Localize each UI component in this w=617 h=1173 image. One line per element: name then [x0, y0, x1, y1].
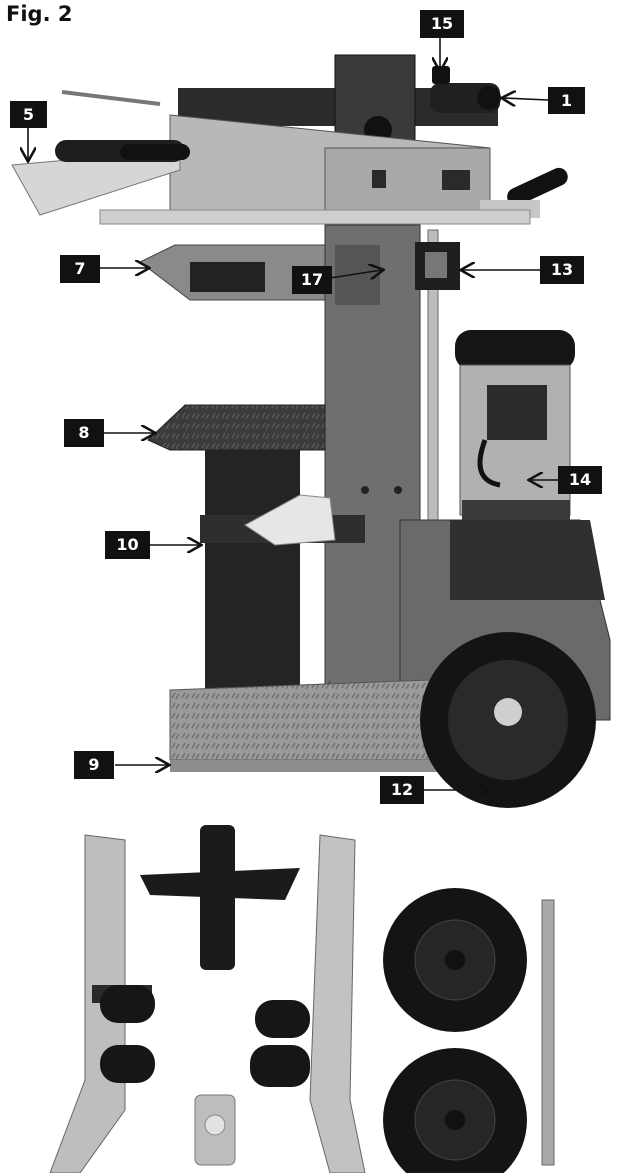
- machine-body: [139, 224, 611, 808]
- callout-12: 12: [380, 776, 424, 804]
- callout-8: 8: [64, 419, 104, 447]
- figure-title: Fig. 2: [6, 2, 73, 26]
- callout-arrows: [28, 38, 558, 790]
- upper-assembly: [11, 54, 568, 225]
- callout-10: 10: [105, 531, 150, 559]
- callout-1: 1: [548, 87, 585, 114]
- callout-5: 5: [10, 101, 47, 128]
- callout-7: 7: [60, 255, 100, 283]
- callout-13: 13: [540, 256, 584, 284]
- loose-parts: [49, 825, 555, 1173]
- callout-14: 14: [558, 466, 602, 494]
- callout-9: 9: [74, 751, 114, 779]
- callout-15: 15: [420, 10, 464, 38]
- callout-17: 17: [292, 266, 332, 294]
